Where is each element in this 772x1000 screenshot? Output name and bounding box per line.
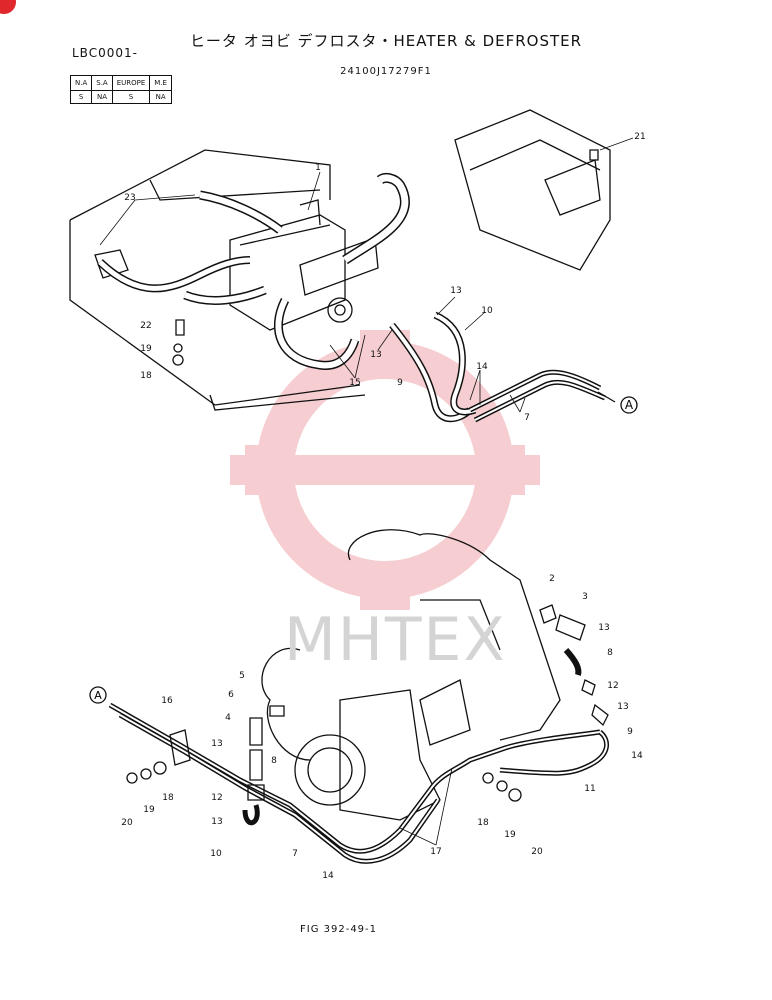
callout-15: 15	[349, 378, 361, 388]
callout-6: 6	[228, 690, 234, 700]
callout-13-upper-b: 13	[370, 350, 382, 360]
callout-8-left: 8	[271, 756, 277, 766]
connector-a-upper-label: A	[625, 398, 634, 412]
callout-7-lower: 7	[292, 849, 298, 859]
callout-3: 3	[582, 592, 588, 602]
callout-12-left: 12	[211, 793, 223, 803]
callout-4: 4	[225, 713, 231, 723]
region-value-sa: NA	[91, 90, 113, 104]
connector-a-upper-icon: A	[620, 396, 638, 414]
callout-9-right: 9	[627, 727, 633, 737]
corner-badge-icon	[0, 0, 16, 14]
region-header-sa: S.A	[91, 75, 113, 91]
callout-17: 17	[430, 847, 442, 857]
callout-10-lower: 10	[210, 849, 222, 859]
callout-22: 22	[140, 321, 152, 331]
watermark-text: MHTEX	[284, 605, 507, 675]
region-value-europe: S	[111, 90, 151, 104]
callout-19-right: 19	[504, 830, 516, 840]
callout-13-right-b: 13	[617, 702, 629, 712]
callout-9-upper: 9	[397, 378, 403, 388]
callout-18-left: 18	[162, 793, 174, 803]
callout-10-upper: 10	[481, 306, 493, 316]
part-number: 24100J17279F1	[340, 66, 432, 77]
region-table: N.A S.A EUROPE M.E S NA S NA	[69, 75, 172, 104]
callout-13-left-a: 13	[211, 739, 223, 749]
connector-a-lower-label: A	[94, 689, 102, 702]
callout-16: 16	[161, 696, 173, 706]
callout-13-upper-a: 13	[450, 286, 462, 296]
callout-14-right: 14	[631, 751, 643, 761]
callout-12-right: 12	[607, 681, 619, 691]
callout-14-upper: 14	[476, 362, 488, 372]
callout-23: 23	[124, 193, 136, 203]
region-value-me: NA	[149, 90, 172, 104]
callout-8-right: 8	[607, 648, 613, 658]
callout-2: 2	[549, 574, 555, 584]
callout-18-right: 18	[477, 818, 489, 828]
callout-18-upper: 18	[140, 371, 152, 381]
callout-1: 1	[315, 163, 321, 173]
watermark-gear-icon	[230, 330, 540, 610]
callout-7-upper: 7	[524, 413, 530, 423]
callout-11: 11	[584, 784, 596, 794]
callout-19-left: 19	[143, 805, 155, 815]
callout-20-left: 20	[121, 818, 133, 828]
callout-14-lower: 14	[322, 871, 334, 881]
region-value-na: S	[69, 90, 93, 104]
catalog-code: LBC0001-	[72, 46, 138, 60]
callout-20-right: 20	[531, 847, 543, 857]
connector-a-lower-icon: A	[89, 686, 107, 704]
callout-19-upper: 19	[140, 344, 152, 354]
callout-21: 21	[634, 132, 646, 142]
callout-13-left-b: 13	[211, 817, 223, 827]
page-title: ヒータ オヨビ デフロスタ・HEATER & DEFROSTER	[189, 32, 583, 50]
callout-13-right-a: 13	[598, 623, 610, 633]
figure-label: FIG 392-49-1	[300, 924, 378, 935]
callout-5: 5	[239, 671, 245, 681]
